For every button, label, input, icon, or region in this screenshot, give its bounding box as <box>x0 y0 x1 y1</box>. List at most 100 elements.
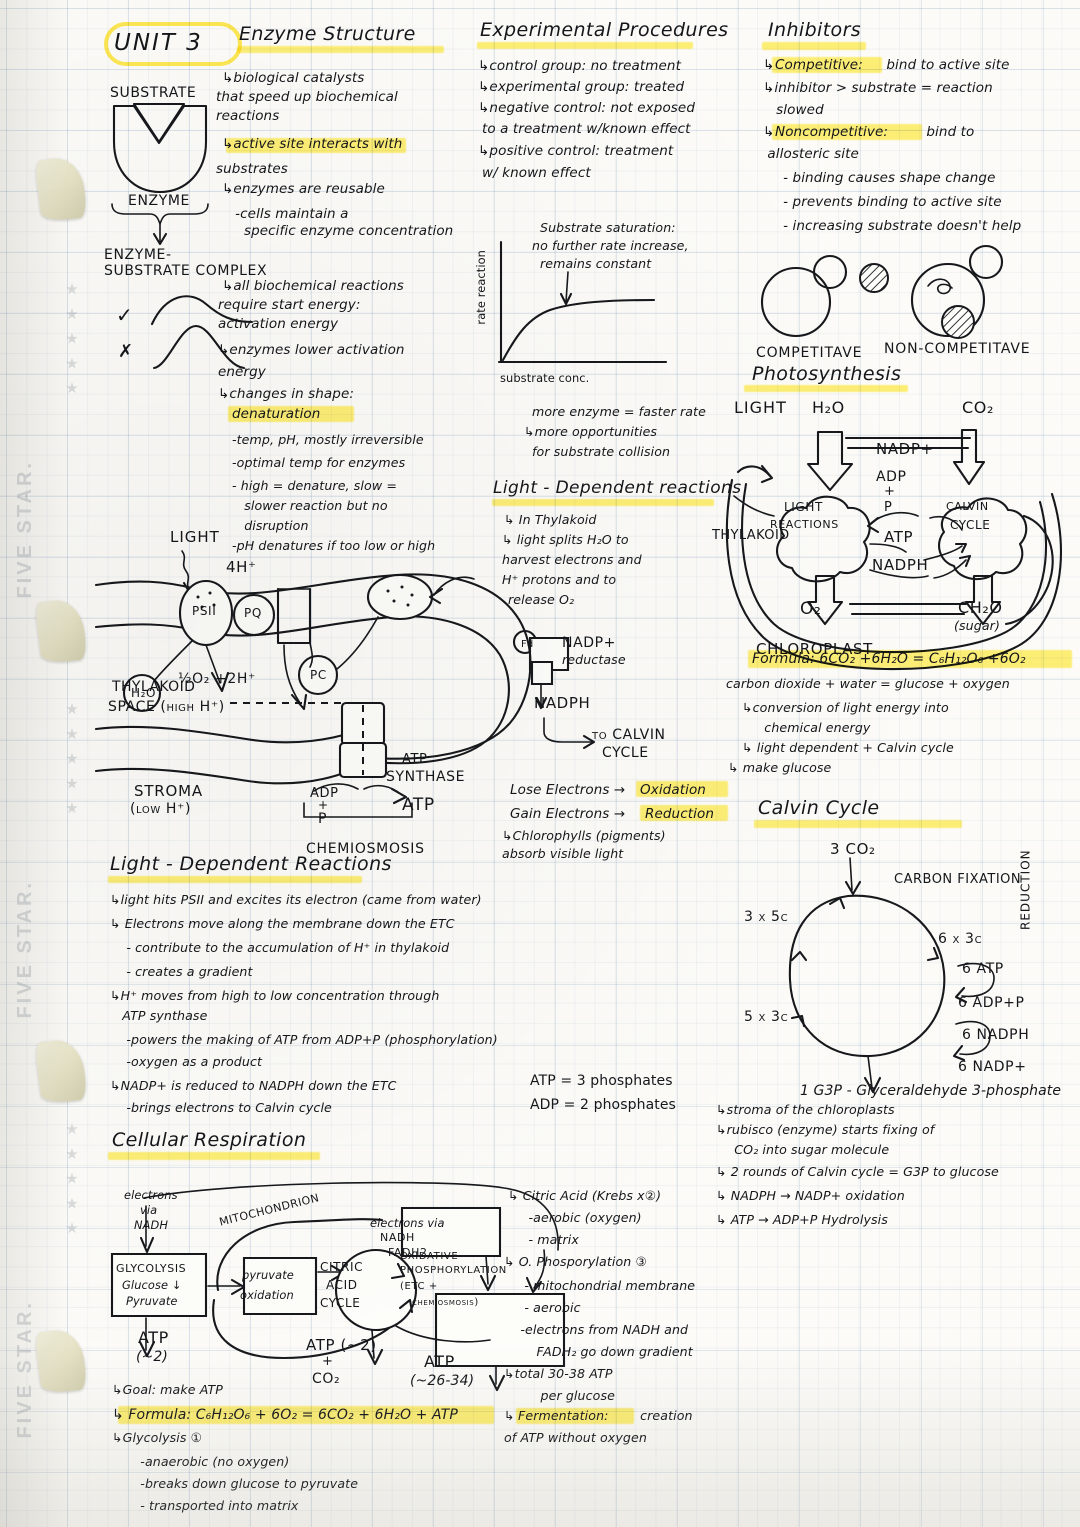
photo-ch2o: CH₂O <box>958 598 1003 617</box>
exp-line-3: to a treatment w/known effect <box>482 121 691 137</box>
competitive-diagram-label: COMPETITAVE <box>756 345 863 361</box>
enzyme-structure-line-6: -cells maintain a <box>222 206 349 222</box>
thylakoid-space-line1: THYLAKOID <box>112 679 196 695</box>
redox-oxidation-term: Oxidation <box>640 782 706 798</box>
calvin-note-0: ↳stroma of the chloroplasts <box>716 1102 895 1117</box>
oxidation-highlight <box>636 781 728 797</box>
calvin-adp-out: 6 ADP+P <box>958 995 1025 1011</box>
to-calvin-arrow <box>542 712 602 752</box>
reduction-highlight <box>640 805 728 821</box>
exp-line-0: ↳control group: no treatment <box>478 58 681 74</box>
fd-label: Fd <box>521 639 534 650</box>
cr-atp3-2: (~26-34) <box>410 1373 475 1389</box>
activation-line-2: activation energy <box>218 316 339 332</box>
exp-line-5: w/ known effect <box>482 165 591 181</box>
photosynthesis-underline <box>744 385 908 392</box>
margin-stars-1: ★ ★ ★ ★ ★ <box>63 280 81 399</box>
inhibitor-line-2: slowed <box>763 102 824 118</box>
calvin-note-4: ↳ NADPH → NADP+ oxidation <box>716 1188 905 1203</box>
to-calvin-line1: to CALVIN <box>592 727 666 743</box>
cr-electrons-via-2: via <box>140 1203 158 1217</box>
exp-line-4: ↳positive control: treatment <box>478 143 674 159</box>
cr-note-3: -breaks down glucose to pyruvate <box>128 1476 359 1491</box>
photo-calvin-1: CALVIN <box>946 500 989 513</box>
calvin-note-5: ↳ ATP → ADP+P Hydrolysis <box>716 1212 888 1227</box>
graph-ylabel: rate reaction <box>474 250 488 325</box>
competitive-highlight <box>772 57 882 73</box>
calvin-right-top: 6 x 3c <box>938 931 983 947</box>
cr-glycolysis-2: Glucose ↓ <box>122 1278 182 1292</box>
nadp-reductase-line1: NADP+ <box>562 635 617 651</box>
activation-line-3: ↳enzymes lower activation <box>218 342 405 358</box>
ldr-note-3: - creates a gradient <box>110 964 253 979</box>
denat-sub-0: -temp, pH, mostly irreversible <box>232 432 424 447</box>
atp-fact-1: ADP = 2 phosphates <box>530 1097 676 1113</box>
cr-note-0: ↳Goal: make ATP <box>112 1382 223 1397</box>
check-mark-icon: ✓ <box>116 303 133 327</box>
cr-citric-3: CYCLE <box>320 1296 361 1310</box>
inhibitor-bullet-3: ↳ <box>763 124 775 140</box>
fermentation-text: creation <box>636 1408 693 1423</box>
enzyme-structure-line-2: reactions <box>216 108 280 124</box>
atp-synthase-line1: ATP <box>402 752 428 767</box>
ldr-notes-underline <box>108 876 362 883</box>
thylakoid-etc-diagram <box>96 545 556 815</box>
stroma-line2: (low H⁺) <box>130 801 192 817</box>
cr-electrons-via-1: electrons <box>124 1188 178 1202</box>
calvin-atp-in: 6 ATP <box>962 961 1004 977</box>
calvin-left-bottom: 5 x 3c <box>744 1009 789 1025</box>
cr-right-3: ↳ O. Phosporylation ③ <box>504 1254 647 1269</box>
calvin-carbon-fixation-label: CARBON FIXATION <box>894 872 1022 887</box>
calvin-cycle-diagram <box>740 856 1040 1106</box>
ldr-notes-title: Light - Dependent Reactions <box>110 853 392 875</box>
enzyme-structure-line-3: ↳active site interacts with <box>222 136 403 152</box>
half-o2-label: ½O₂ +2H⁺ <box>178 671 257 687</box>
cr-note-2: -anaerobic (no oxygen) <box>128 1454 290 1469</box>
psii-label: PSII <box>192 604 217 618</box>
cr-right-8: ↳total 30-38 ATP <box>504 1366 613 1381</box>
cr-right-2: - matrix <box>508 1232 579 1247</box>
competitive-term: Competitive: <box>775 57 863 73</box>
photo-adp-3: P <box>884 500 893 515</box>
saturation-annot-2: remains constant <box>540 256 652 271</box>
thylakoid-4h-label: 4H⁺ <box>226 558 257 576</box>
thyl-adp-2: + <box>318 798 329 812</box>
exp-line-2: ↳negative control: not exposed <box>478 100 696 116</box>
photo-water-label: H₂O <box>812 398 845 417</box>
photosynthesis-formula: Formula: 6CO₂ +6H₂O = C₆H₁₂O₆ +6O₂ <box>752 651 1026 667</box>
photo-nadp-plus: NADP+ <box>876 440 934 458</box>
cr-electrons-nadh-2: NADH <box>380 1231 415 1244</box>
cr-electrons-nadh-3: FADH2 <box>388 1246 428 1259</box>
calvin-output-label: 1 G3P - Glyceraldehyde 3-phosphate <box>800 1083 1062 1099</box>
photo-o2: O₂ <box>800 599 822 619</box>
calvin-nadph-in: 6 NADPH <box>962 1027 1030 1043</box>
cr-right-0: ↳ Citric Acid (Krebs x②) <box>508 1188 662 1203</box>
enzyme-rate-0: more enzyme = faster rate <box>532 404 706 419</box>
enzyme-substrate-complex-label-1: ENZYME- <box>104 247 172 263</box>
noncompetitive-term: Noncompetitive: <box>775 124 889 140</box>
unit-title: UNIT 3 <box>114 30 203 56</box>
thylakoid-light-label: LIGHT <box>170 528 220 546</box>
cellresp-underline <box>108 1152 320 1160</box>
cellresp-formula-highlight <box>118 1406 494 1424</box>
enzyme-substrate-complex-label-2: SUBSTRATE COMPLEX <box>104 263 268 279</box>
thylakoid-h2o-label: H₂O <box>131 686 157 700</box>
denat-sub-2: - high = denature, slow = <box>232 478 397 493</box>
ldr-box-line-4: release O₂ <box>508 592 575 607</box>
calvin-underline <box>754 820 962 828</box>
ldr-box-title: Light - Dependent reactions <box>493 478 742 498</box>
to-calvin-line2: CYCLE <box>602 745 649 761</box>
denat-sub-5: -pH denatures if too low or high <box>232 538 436 553</box>
saturation-annot-1: no further rate increase, <box>532 238 689 253</box>
cr-right-7: FADH₂ go down gradient <box>516 1344 693 1359</box>
noncompetitive-text: bind to <box>922 124 975 140</box>
ldr-note-0: ↳light hits PSII and excites its electro… <box>110 892 482 907</box>
experimental-underline <box>477 42 693 49</box>
denaturation-term: denaturation <box>232 406 321 422</box>
cr-atp1-1: ATP <box>138 1328 169 1347</box>
photo-co2-label: CO₂ <box>962 398 994 417</box>
inhibitor-line-1: ↳inhibitor > substrate = reaction <box>763 80 993 96</box>
enzyme-structure-underline <box>237 46 444 53</box>
activation-line-1: require start energy: <box>218 297 361 313</box>
ldr-note-6: -powers the making of ATP from ADP+P (ph… <box>110 1032 498 1047</box>
